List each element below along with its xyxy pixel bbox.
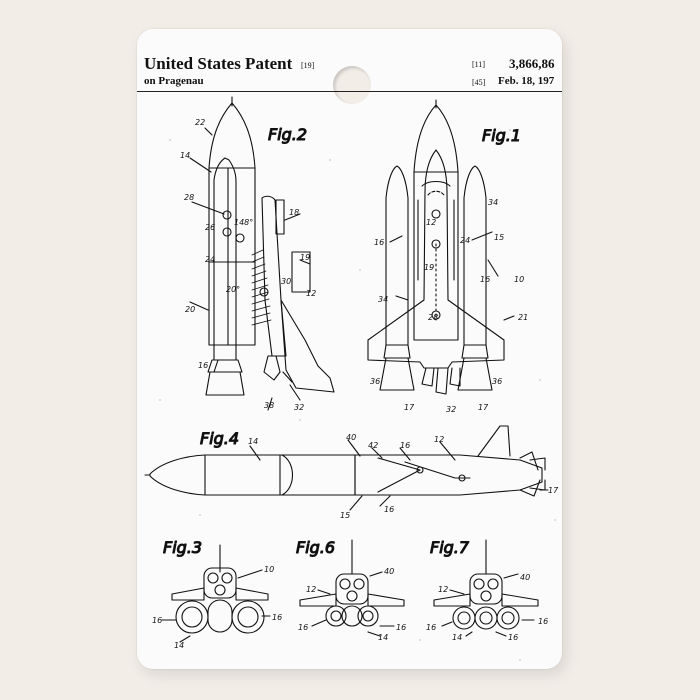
fig6-drawing <box>299 539 405 637</box>
ref-14b: 14 <box>248 437 258 446</box>
ref-12c: 12 <box>434 435 444 444</box>
fig7-label: Fig.7 <box>430 538 470 557</box>
ref-40b: 40 <box>384 567 394 576</box>
cutting-board <box>137 29 562 669</box>
ref-16f: 16 <box>152 616 162 625</box>
ref-12b: 12 <box>426 218 436 227</box>
ref-14c: 14 <box>174 641 184 650</box>
ref-40c: 40 <box>520 573 530 582</box>
ref-16c: 16 <box>374 238 384 247</box>
code-19: [19] <box>301 61 315 70</box>
ref-17c: 17 <box>548 486 559 495</box>
ref-16k: 16 <box>538 617 548 626</box>
ref-16: 16 <box>198 361 208 370</box>
ref-30: 30 <box>281 277 291 286</box>
ref-14e: 14 <box>452 633 462 642</box>
ref-20deg: 20° <box>226 285 240 294</box>
code-11: [11] <box>472 60 486 69</box>
ref-16i: 16 <box>396 623 406 632</box>
speckles <box>159 129 556 661</box>
fig1-drawing <box>367 99 515 395</box>
ref-18: 18 <box>289 208 299 217</box>
ref-24: 24 <box>205 255 215 264</box>
ref-16d: 16 <box>400 441 410 450</box>
ref-32: 32 <box>294 403 304 412</box>
ref-36: 36 <box>370 377 380 386</box>
fig1-label: Fig.1 <box>482 126 521 145</box>
ref-26: 26 <box>205 223 215 232</box>
ref-24b: 24 <box>460 236 470 245</box>
ref-34: 34 <box>488 198 498 207</box>
ref-28b: 28 <box>428 313 438 322</box>
fig6-label: Fig.6 <box>296 538 335 557</box>
ref-16h: 16 <box>298 623 308 632</box>
fig2-drawing <box>189 96 335 411</box>
hanging-hole <box>333 66 371 104</box>
ref-14d: 14 <box>378 633 388 642</box>
fig4-label: Fig.4 <box>200 429 239 448</box>
patent-number: 3,866,86 <box>509 56 555 71</box>
ref-19b: 19 <box>424 263 434 272</box>
ref-15b: 15 <box>340 511 350 520</box>
fig3-drawing <box>161 544 271 643</box>
patent-date: Feb. 18, 197 <box>498 75 555 87</box>
ref-32b: 32 <box>446 405 456 414</box>
ref-38: 38 <box>264 401 274 410</box>
ref-36b: 36 <box>492 377 502 386</box>
ref-14: 14 <box>180 151 190 160</box>
ref-20: 20 <box>185 305 195 314</box>
ref-16b: 16 <box>480 275 490 284</box>
ref-22: 22 <box>195 118 205 127</box>
ref-17: 17 <box>404 403 415 412</box>
ref-21: 21 <box>518 313 528 322</box>
ref-17b: 17 <box>478 403 489 412</box>
ref-16l: 16 <box>508 633 518 642</box>
inventor-name: on Pragenau <box>144 75 204 87</box>
ref-34b: 34 <box>378 295 388 304</box>
ref-10b: 10 <box>264 565 274 574</box>
patent-title: United States Patent <box>144 54 293 73</box>
ref-28: 28 <box>184 193 194 202</box>
fig3-label: Fig.3 <box>163 538 202 557</box>
code-45: [45] <box>472 78 486 87</box>
fig4-drawing <box>144 425 549 511</box>
ref-42: 42 <box>368 441 378 450</box>
ref-12: 12 <box>306 289 316 298</box>
ref-12e: 12 <box>438 585 448 594</box>
fig2-label: Fig.2 <box>268 125 307 144</box>
ref-10: 10 <box>514 275 524 284</box>
fig7-drawing <box>433 539 539 637</box>
ref-16g: 16 <box>272 613 282 622</box>
ref-16e: 16 <box>384 505 394 514</box>
ref-148: 148° <box>234 218 253 227</box>
header-rule <box>137 91 562 92</box>
ref-19: 19 <box>300 253 310 262</box>
ref-40: 40 <box>346 433 356 442</box>
ref-12d: 12 <box>306 585 316 594</box>
ref-16j: 16 <box>426 623 436 632</box>
ref-15: 15 <box>494 233 504 242</box>
